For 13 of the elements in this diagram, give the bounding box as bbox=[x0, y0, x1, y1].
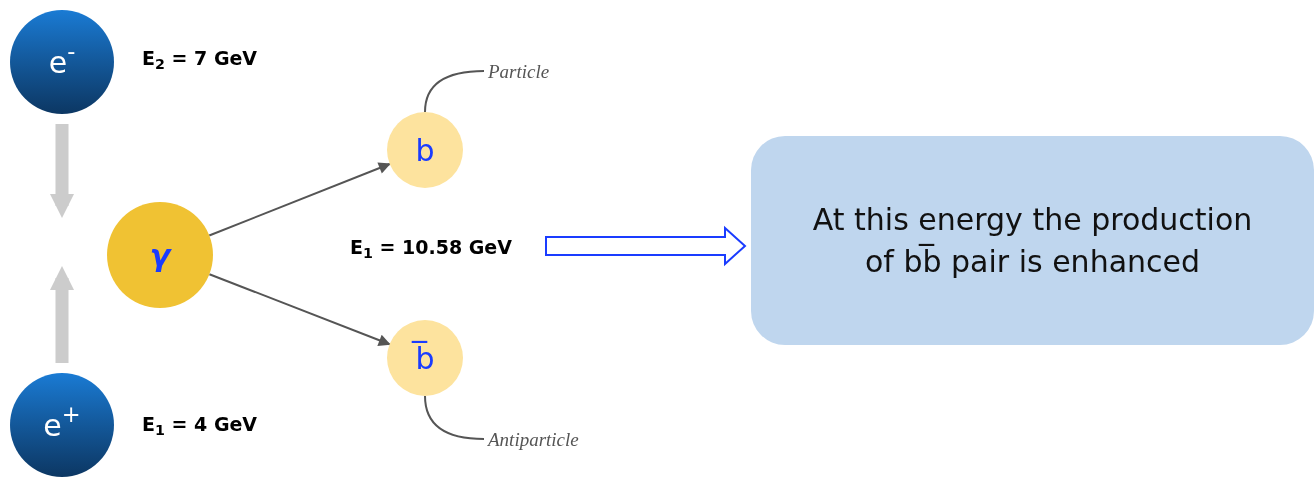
leader-line bbox=[424, 70, 485, 113]
energy-label: E$_{1}$ = 4 GeV bbox=[142, 412, 258, 439]
hollow-arrow bbox=[545, 225, 747, 267]
note-box: At this energy the production of bb̅ pair is enhanced bbox=[751, 136, 1314, 345]
energy-label: E$_{1}$ = 10.58 GeV bbox=[350, 232, 542, 262]
annotation-text: Particle bbox=[488, 58, 578, 84]
annotation-text: Antiparticle bbox=[488, 426, 618, 452]
arrow bbox=[208, 162, 391, 237]
energy-label: E$_{2}$ = 7 GeV bbox=[142, 46, 258, 73]
leader-line bbox=[424, 395, 485, 440]
arrow bbox=[50, 124, 74, 218]
arrow bbox=[50, 266, 74, 363]
arrow bbox=[208, 273, 391, 346]
